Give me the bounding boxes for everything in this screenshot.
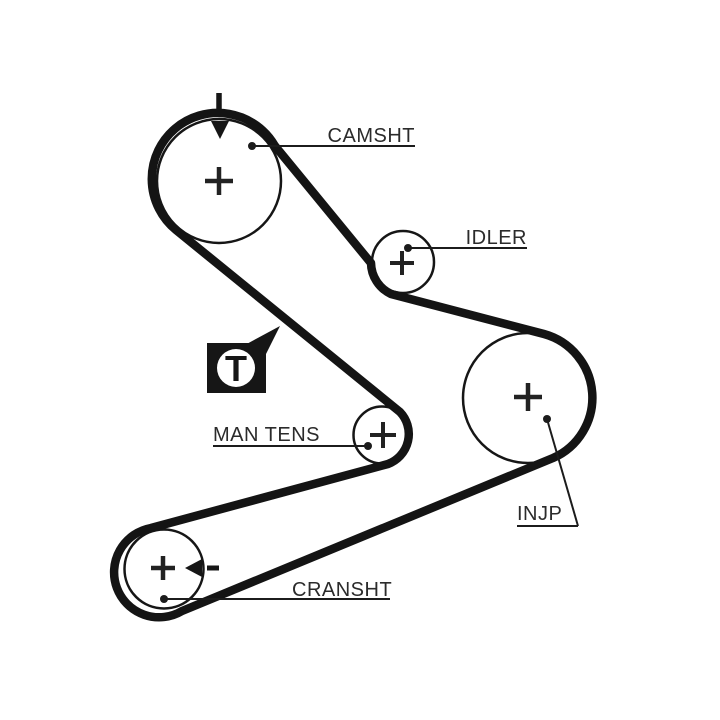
rotation-direction-icon — [185, 559, 219, 577]
camshaft-center-cross — [205, 167, 233, 195]
crankshaft-center-cross — [151, 556, 175, 580]
injection-pump-leader-dot — [543, 415, 551, 423]
idler-leader-dot — [404, 244, 412, 252]
man-tensioner-label: MAN TENS — [213, 424, 320, 446]
camshaft-label: CAMSHT — [327, 125, 415, 147]
crankshaft-label: CRANSHT — [292, 579, 393, 601]
tension-mark-letter: T — [225, 348, 247, 389]
crankshaft-leader-dot — [160, 595, 168, 603]
tension-mark-icon — [207, 326, 280, 393]
tensioner-leader-dot — [364, 442, 372, 450]
crankshaft-pulley-circle — [123, 528, 205, 610]
idler-label: IDLER — [465, 227, 527, 249]
injection-pump-label: INJP — [517, 503, 563, 525]
injection-pump-leader-line — [517, 418, 579, 527]
idler-center-cross — [390, 251, 414, 275]
camshaft-pulley-circle — [155, 117, 283, 245]
tensioner-center-cross — [370, 422, 396, 448]
timing-arrow-icon — [211, 121, 229, 139]
camshaft-leader-dot — [248, 142, 256, 150]
timing-belt-path — [109, 108, 597, 622]
injection-pump-center-cross — [514, 383, 542, 411]
